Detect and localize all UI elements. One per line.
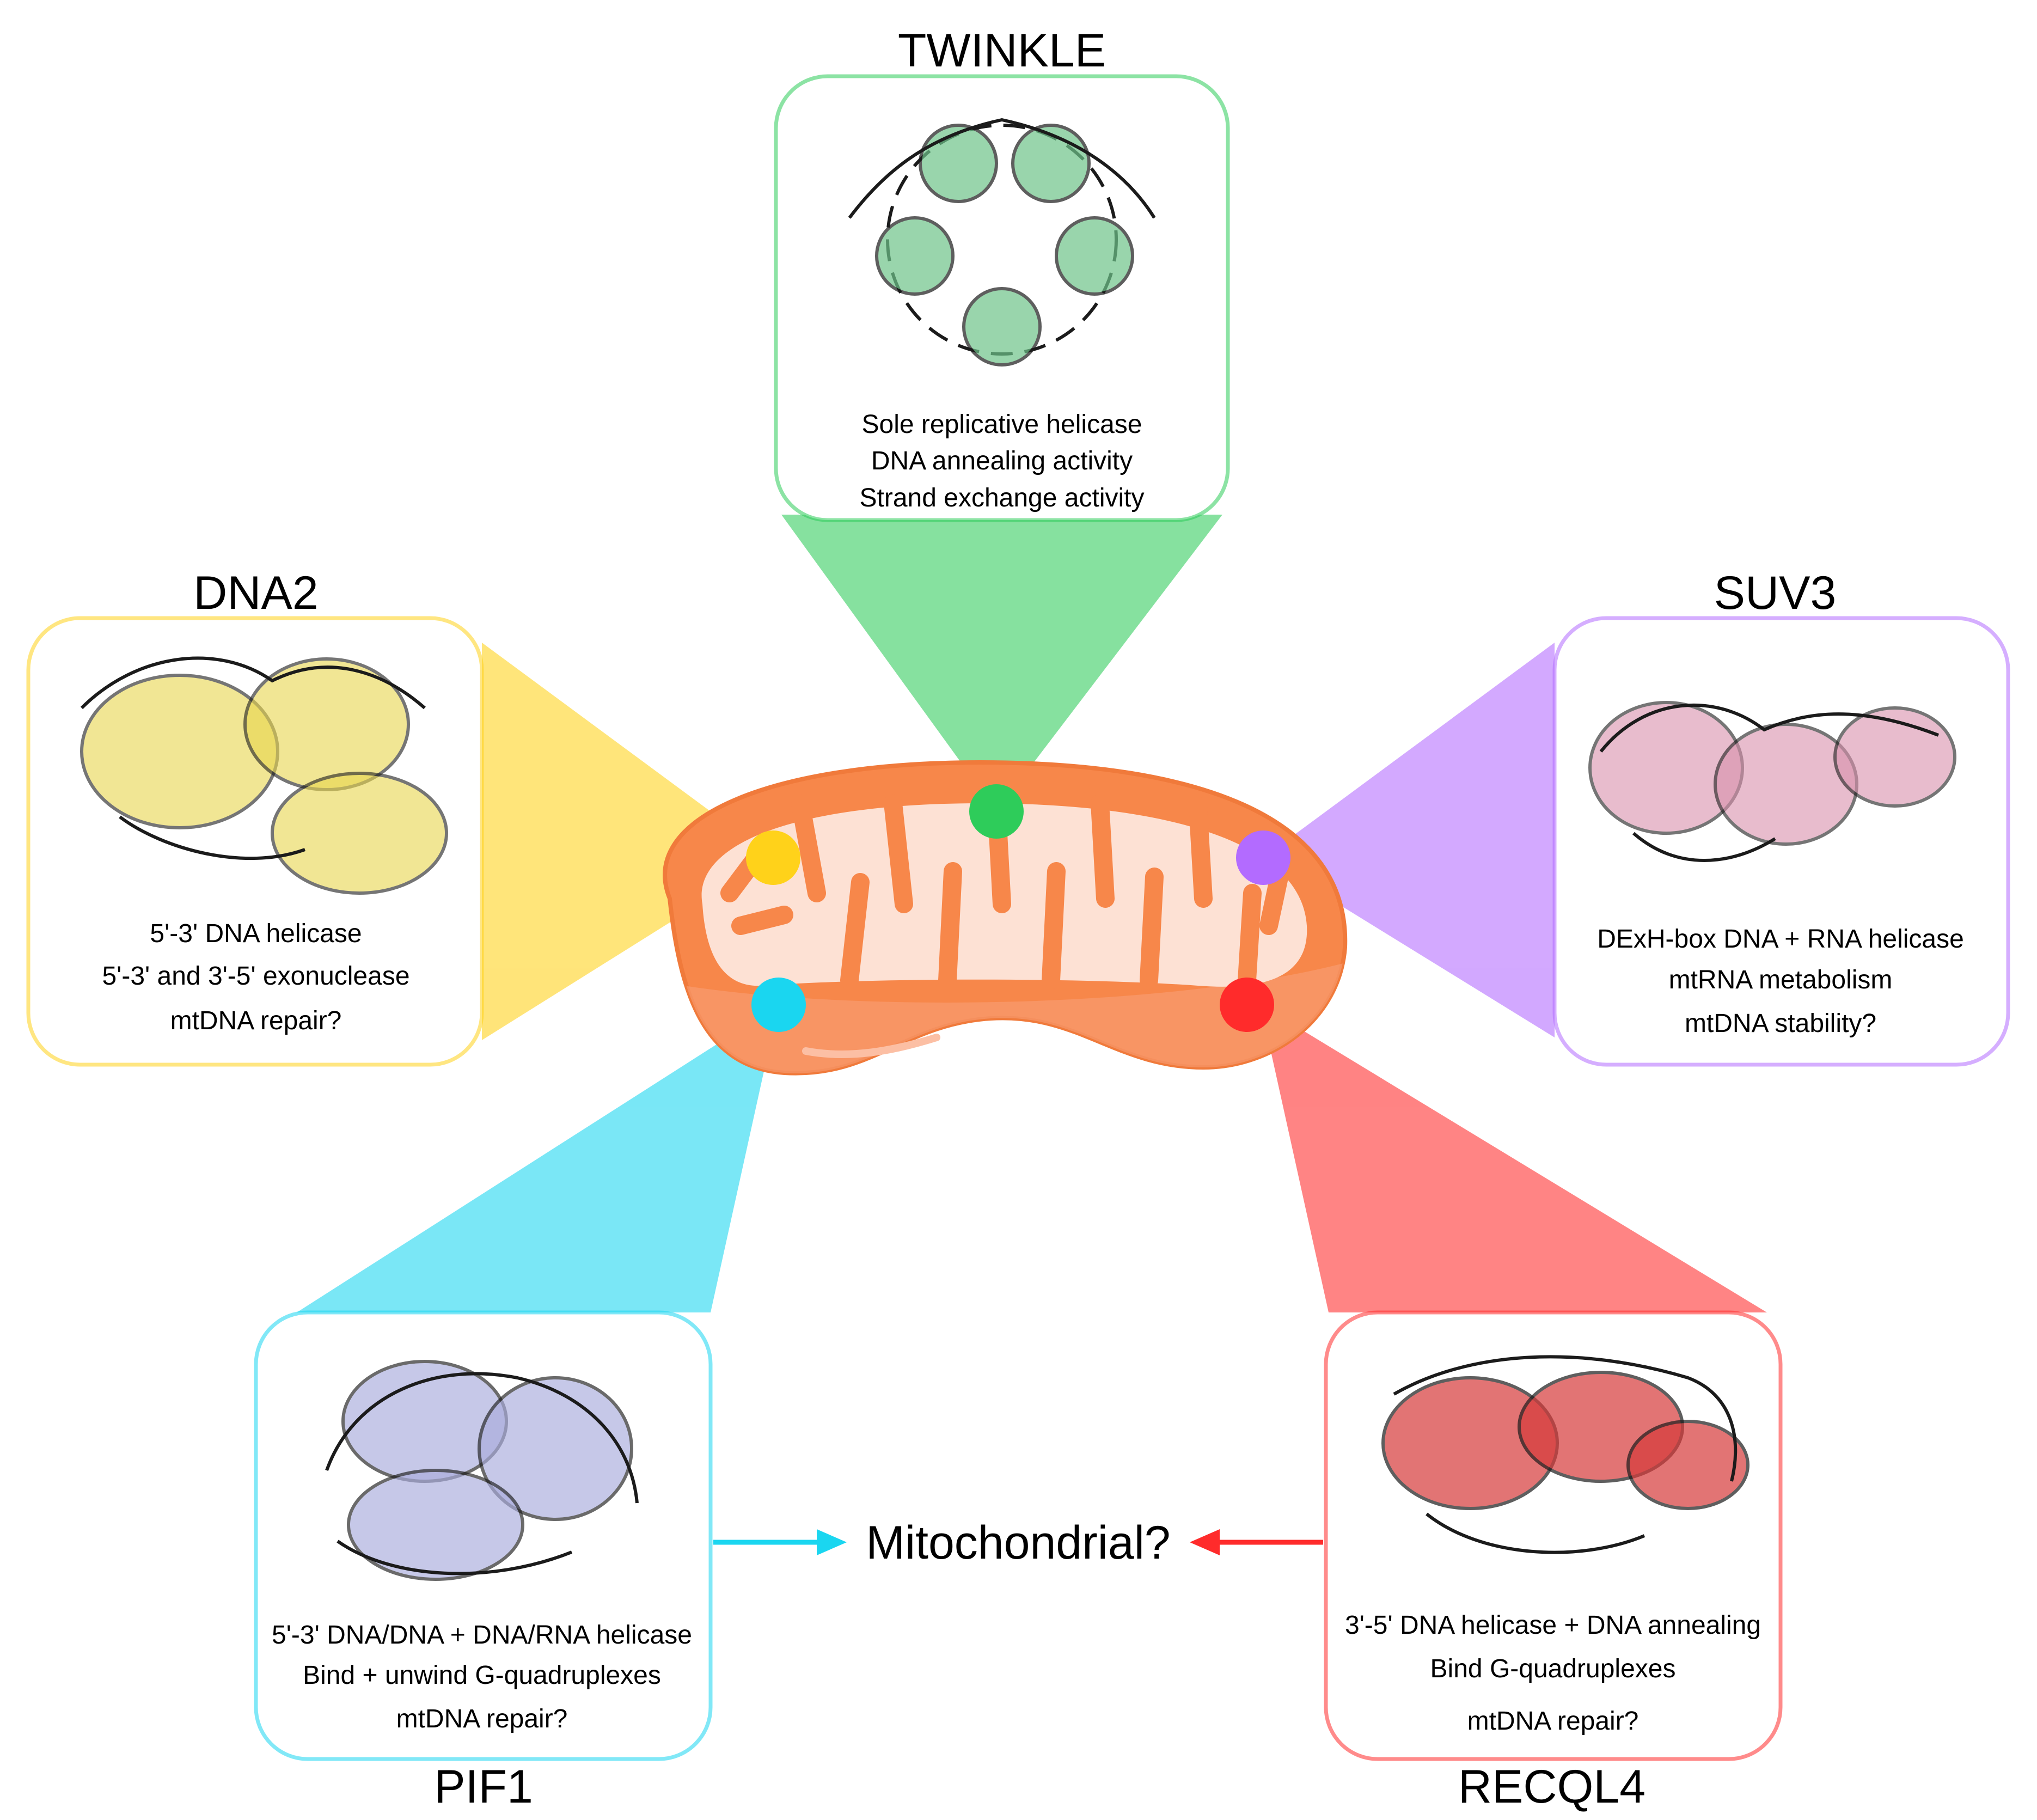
dna2-line-3: mtDNA repair? <box>170 1006 342 1035</box>
hexameric-helicase-structure-icon <box>848 118 1156 367</box>
twinkle-line-3: Strand exchange activity <box>860 484 1145 512</box>
pif1-line-2: Bind + unwind G-quadruplexes <box>303 1661 661 1690</box>
pif1-line-1: 5'-3' DNA/DNA + DNA/RNA helicase <box>272 1621 692 1650</box>
twinkle-dot <box>969 784 1024 839</box>
pif1-card: 5'-3' DNA/DNA + DNA/RNA helicase Bind + … <box>254 1310 713 1813</box>
dna2-line-2: 5'-3' and 3'-5' exonuclease <box>102 962 409 991</box>
suv3-line-1: DExH-box DNA + RNA helicase <box>1597 925 1964 954</box>
dna2-title: DNA2 <box>193 567 318 619</box>
suv3-dot <box>1236 830 1290 885</box>
dna2-card: DNA2 5'-3' DNA helicase 5'-3' and 3'-5' … <box>26 567 484 1067</box>
mitochondrial-question-label: Mitochondrial? <box>866 1517 1170 1569</box>
suv3-line-2: mtRNA metabolism <box>1669 966 1893 994</box>
projection-beams <box>297 515 1767 1312</box>
dna2-dot <box>746 830 800 885</box>
twinkle-beam <box>781 515 1222 811</box>
suv3-title: SUV3 <box>1714 567 1837 619</box>
location-dots <box>746 784 1290 1032</box>
recql4-title: RECQL4 <box>1458 1761 1645 1813</box>
pif1-dot <box>751 978 806 1032</box>
mitochondrial-question: Mitochondrial? <box>713 1517 1323 1569</box>
dna2-line-1: 5'-3' DNA helicase <box>150 919 362 948</box>
pif1-helicase-structure-icon <box>325 1360 639 1581</box>
recql4-line-3: mtDNA repair? <box>1467 1707 1639 1736</box>
recql4-line-2: Bind G-quadruplexes <box>1430 1654 1676 1683</box>
recql4-box <box>1324 1310 1783 1761</box>
twinkle-title: TWINKLE <box>898 25 1106 77</box>
mitochondrion-highlight <box>802 1034 940 1058</box>
pif1-beam <box>297 1005 779 1312</box>
dexh-box-helicase-structure-icon <box>1588 701 1956 862</box>
recql4-beam <box>1261 1005 1767 1312</box>
recq-helicase-structure-icon <box>1381 1355 1750 1554</box>
recql4-arrow-head <box>1190 1529 1220 1555</box>
recql4-line-1: 3'-5' DNA helicase + DNA annealing <box>1345 1611 1761 1640</box>
suv3-beam <box>1263 643 1555 1037</box>
pif1-line-3: mtDNA repair? <box>396 1705 568 1733</box>
dna2-beam <box>482 643 773 1040</box>
recql4-card: 3'-5' DNA helicase + DNA annealing Bind … <box>1324 1310 1783 1813</box>
suv3-card: SUV3 DExH-box DNA + RNA helicase mtRNA m… <box>1552 567 2010 1067</box>
twinkle-line-1: Sole replicative helicase <box>862 410 1142 439</box>
pif1-title: PIF1 <box>434 1761 533 1813</box>
pif1-arrow-head <box>817 1529 847 1555</box>
twinkle-line-2: DNA annealing activity <box>871 447 1133 475</box>
helicase-nuclease-structure-icon <box>80 656 448 895</box>
twinkle-card: TWINKLE Sole replicative helicase DNA an… <box>774 25 1230 522</box>
recql4-dot <box>1220 978 1274 1032</box>
suv3-line-3: mtDNA stability? <box>1685 1009 1876 1038</box>
